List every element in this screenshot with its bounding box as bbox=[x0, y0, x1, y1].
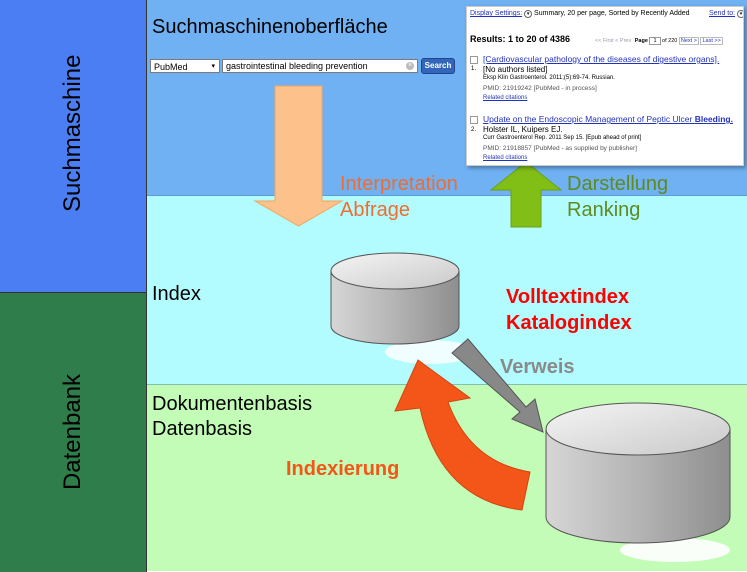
chevron-down-icon: ▾ bbox=[211, 63, 215, 70]
result-2-title-text[interactable]: Update on the Endoscopic Management of P… bbox=[483, 114, 695, 124]
page-label: Page bbox=[634, 38, 648, 44]
results-header: Results: 1 to 20 of 4386 bbox=[470, 34, 571, 44]
display-settings-link[interactable]: Display Settings: bbox=[470, 10, 523, 17]
index-cylinder-shadow bbox=[385, 340, 475, 364]
next-button[interactable]: Next > bbox=[678, 37, 699, 45]
database-select-value: PubMed bbox=[154, 62, 188, 72]
result-1-authors: [No authors listed] bbox=[483, 65, 548, 74]
ranking-label: Ranking bbox=[567, 199, 641, 221]
data-base-title: Datenbasis bbox=[152, 418, 253, 440]
document-base-title: Dokumentenbasis bbox=[152, 393, 313, 415]
results-panel: Display Settings: ▾ Summary, 20 per page… bbox=[466, 6, 744, 166]
result-1-related[interactable]: Related citations bbox=[483, 95, 528, 101]
datenbank-column bbox=[0, 292, 147, 572]
result-2-title-highlight[interactable]: Bleeding. bbox=[694, 114, 733, 124]
index-cylinder-top bbox=[330, 252, 460, 290]
darstellung-label: Darstellung bbox=[567, 173, 669, 195]
katalogindex-label: Katalogindex bbox=[506, 312, 632, 334]
search-input-value: gastrointestinal bleeding prevention bbox=[226, 61, 368, 71]
result-2-number: 2. bbox=[471, 127, 477, 133]
result-1-pmid: PMID: 21919242 [PubMed - in process] bbox=[483, 85, 597, 92]
result-1-checkbox[interactable] bbox=[470, 56, 478, 64]
display-settings-icon[interactable]: ▾ bbox=[524, 10, 533, 18]
result-2-checkbox[interactable] bbox=[470, 116, 478, 124]
last-button[interactable]: Last >> bbox=[700, 37, 723, 45]
index-cylinder-body bbox=[330, 270, 460, 345]
search-interface-title: Suchmaschinenoberfläche bbox=[152, 16, 388, 38]
result-2-related[interactable]: Related citations bbox=[483, 155, 528, 161]
database-select[interactable]: PubMed ▾ bbox=[150, 59, 220, 73]
document-cylinder-body bbox=[545, 428, 731, 544]
result-1-title[interactable]: [Cardiovascular pathology of the disease… bbox=[483, 54, 720, 64]
abfrage-label: Abfrage bbox=[340, 199, 411, 221]
send-to-link[interactable]: Send to: bbox=[709, 10, 736, 17]
result-2-authors: Holster IL, Kuipers EJ. bbox=[483, 125, 563, 134]
indexierung-arrow bbox=[394, 359, 531, 511]
search-input[interactable]: gastrointestinal bleeding prevention × bbox=[222, 59, 418, 73]
document-cylinder-shadow bbox=[620, 538, 730, 562]
result-2-pmid: PMID: 21918857 [PubMed - as supplied by … bbox=[483, 145, 637, 152]
verweis-label: Verweis bbox=[500, 356, 575, 378]
suchmaschine-column bbox=[0, 0, 147, 292]
first-prev-nav[interactable]: << First < Prev bbox=[595, 38, 632, 44]
indexierung-label: Indexierung bbox=[286, 458, 400, 480]
result-1-number: 1. bbox=[471, 66, 477, 72]
interpretation-arrow bbox=[253, 85, 344, 227]
interpretation-label: Interpretation bbox=[340, 173, 458, 195]
verweis-arrow bbox=[451, 338, 544, 433]
search-bar: PubMed ▾ gastrointestinal bleeding preve… bbox=[150, 58, 456, 75]
page-of-text: of 220 bbox=[662, 38, 678, 44]
index-title: Index bbox=[152, 283, 201, 305]
send-to-icon[interactable]: ▾ bbox=[737, 10, 743, 18]
document-cylinder-top bbox=[545, 402, 731, 456]
volltextindex-label: Volltextindex bbox=[506, 286, 629, 308]
band-divider-1 bbox=[146, 195, 747, 196]
result-1-citation: Eksp Klin Gastroenterol. 2011;(5):69-74.… bbox=[483, 75, 615, 81]
result-2-citation: Curr Gastroenterol Rep. 2011 Sep 15. [Ep… bbox=[483, 135, 642, 141]
darstellung-arrow bbox=[489, 161, 563, 228]
summary-text: Summary, 20 per page, Sorted by Recently… bbox=[534, 10, 690, 17]
result-2-title[interactable]: Update on the Endoscopic Management of P… bbox=[483, 114, 733, 124]
clear-icon[interactable]: × bbox=[406, 62, 414, 70]
page-input[interactable]: 1 bbox=[649, 37, 661, 45]
search-button[interactable]: Search bbox=[421, 58, 455, 74]
